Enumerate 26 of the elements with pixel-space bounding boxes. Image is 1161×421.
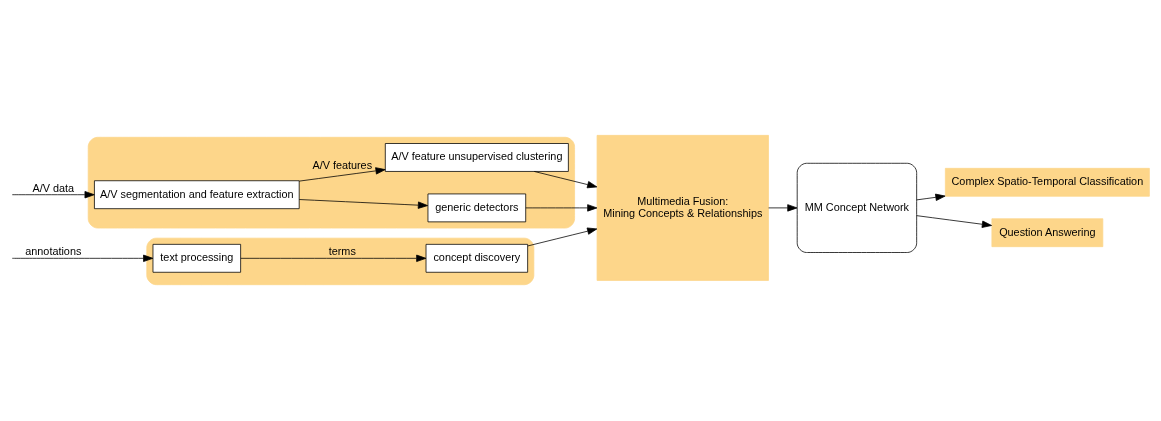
edge-label: A/V features <box>312 158 373 171</box>
node-box: concept discovery <box>425 243 529 273</box>
edge-label: annotations <box>25 244 82 257</box>
node-box: MM Concept Network <box>796 162 918 253</box>
node-box: text processing <box>152 243 241 273</box>
arrow <box>11 254 154 262</box>
node-box: Complex Spatio-Temporal Classification <box>944 167 1150 197</box>
node-box: generic detectors <box>427 193 527 222</box>
node-box: Question Answering <box>991 217 1104 247</box>
edge-label: terms <box>328 244 356 257</box>
edge-label: A/V data <box>32 181 75 194</box>
arrow <box>916 193 946 201</box>
node-box: Multimedia Fusion: Mining Concepts & Relationships <box>596 134 769 281</box>
arrow <box>525 203 598 212</box>
node-box: A/V segmentation and feature extraction <box>94 179 300 209</box>
arrow <box>527 227 598 246</box>
arrow <box>240 254 427 262</box>
arrow <box>768 203 798 212</box>
arrow <box>533 170 598 188</box>
cluster <box>146 237 535 285</box>
arrow <box>916 214 992 228</box>
cluster <box>87 136 575 228</box>
arrow <box>298 198 428 209</box>
arrow <box>298 166 386 181</box>
arrow <box>11 190 95 198</box>
node-box: A/V feature unsupervised clustering <box>384 142 569 172</box>
